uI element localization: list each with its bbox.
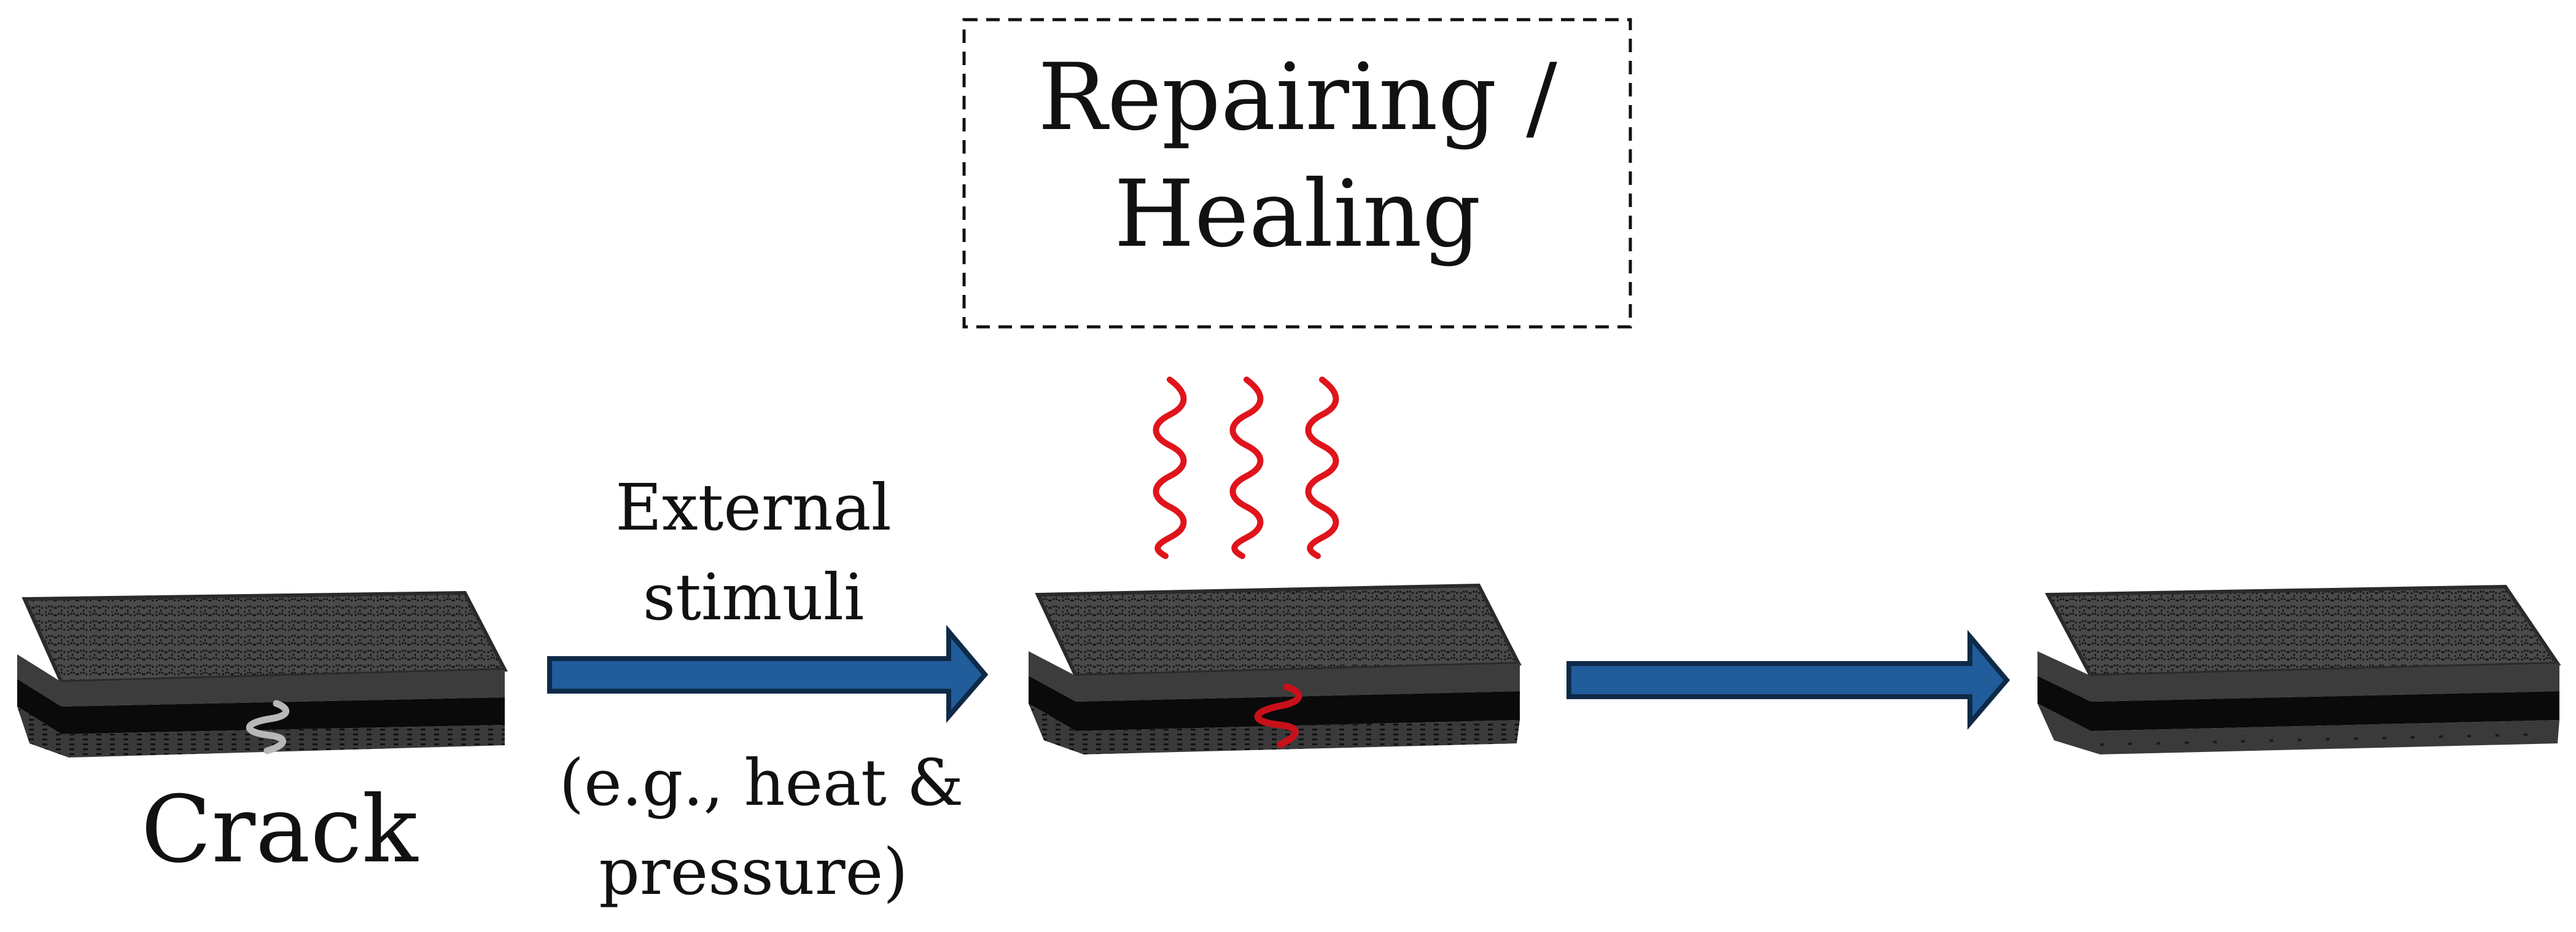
crack-caption: Crack — [141, 777, 419, 883]
crack-gray — [246, 700, 290, 754]
heat-wave-icon — [1153, 377, 1339, 559]
stimuli-label-line1: External — [615, 470, 892, 545]
laminate-top-face — [2045, 584, 2561, 678]
laminate-cracked — [17, 590, 508, 758]
stimuli-label-line2: stimuli — [643, 560, 865, 635]
stimuli-example-line1: (e.g., heat & — [559, 745, 964, 820]
laminate-healing — [1029, 583, 1522, 754]
laminate-healed — [2037, 584, 2561, 754]
right-arrow-icon — [547, 625, 989, 723]
stimuli-example-line2: pressure) — [599, 834, 908, 909]
healing-title-box: Repairing / Healing — [962, 18, 1632, 329]
healing-title-line1: Repairing / — [1038, 44, 1557, 151]
right-arrow-icon — [1566, 630, 2010, 730]
laminate-top-face — [21, 590, 508, 684]
healing-title-line2: Healing — [1114, 161, 1481, 268]
crack-red — [1254, 683, 1302, 748]
laminate-top-face — [1035, 583, 1522, 678]
